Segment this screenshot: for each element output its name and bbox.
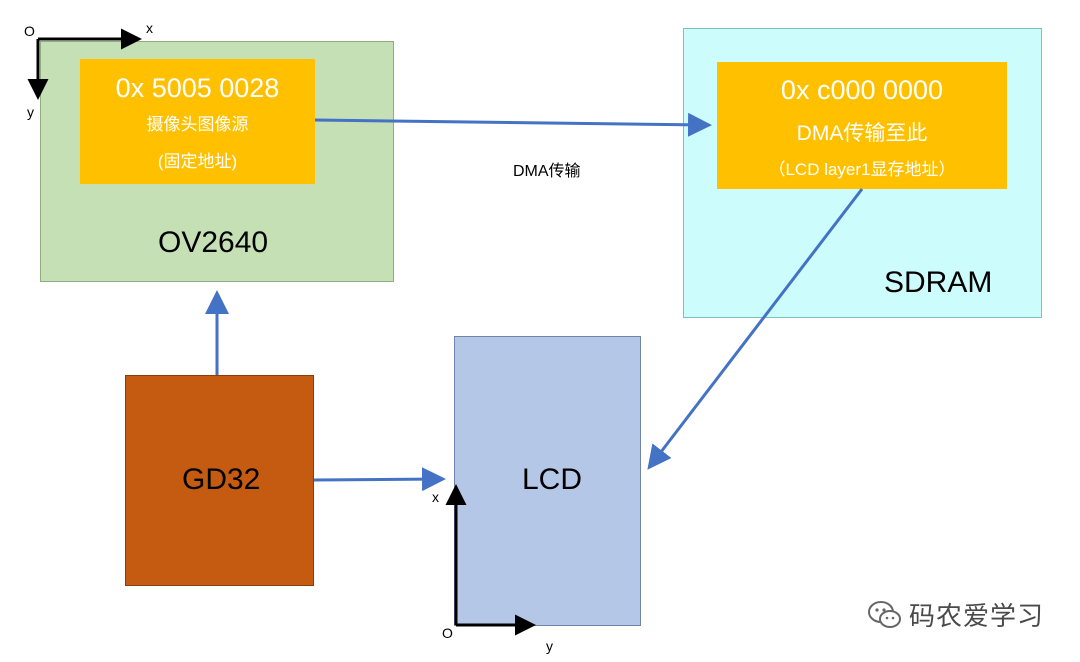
- axis-origin-lcd: O: [442, 625, 453, 641]
- dma-transfer-label: DMA传输: [513, 163, 581, 180]
- axis-x-label-top-left: x: [146, 20, 153, 36]
- lcd-label: LCD: [522, 463, 583, 496]
- watermark: 码农爱学习: [867, 596, 1044, 633]
- axis-y-label-lcd: y: [546, 638, 553, 654]
- camera-buffer-address: 0x 5005 0028: [115, 73, 280, 103]
- dest-buffer-address: 0x c000 0000: [780, 75, 944, 105]
- dest-buffer-box: [717, 62, 1007, 189]
- gd32-label: GD32: [182, 463, 261, 496]
- dest-buffer-line1: DMA传输至此: [796, 122, 928, 145]
- ov2640-label: OV2640: [158, 226, 269, 259]
- dma-arrow: [314, 112, 712, 137]
- axis-origin-top-left: O: [24, 23, 35, 39]
- gd32-to-lcd-arrow: [313, 467, 446, 492]
- camera-buffer-box: [80, 59, 315, 184]
- gd32-box: [125, 375, 314, 586]
- lcd-box: [454, 336, 641, 626]
- camera-buffer-line2: (固定地址): [157, 152, 238, 171]
- wechat-icon: [867, 600, 901, 628]
- sdram-label: SDRAM: [884, 266, 993, 299]
- axis-x-label-lcd: x: [432, 489, 439, 505]
- sdram-to-lcd-arrow: [647, 188, 864, 470]
- axis-y-label-top-left: y: [27, 104, 34, 120]
- dest-buffer-line2: （LCD layer1显存地址）: [768, 160, 956, 179]
- watermark-text: 码农爱学习: [908, 602, 1044, 632]
- camera-buffer-line1: 摄像头图像源: [146, 115, 249, 134]
